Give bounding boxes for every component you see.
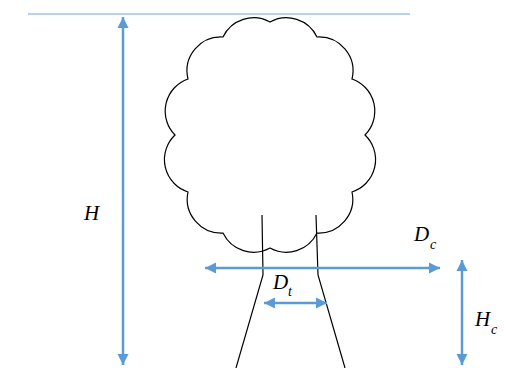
dimension-subscript: c (491, 323, 497, 337)
top-line (28, 13, 410, 15)
dimension-subscript: c (430, 238, 436, 252)
dimension-label: D (273, 272, 288, 293)
dimension-label: D (414, 224, 429, 245)
crown-height-arrow (461, 260, 464, 365)
tree-crown (164, 18, 375, 252)
trunk-diameter-arrow (264, 302, 327, 305)
trunk-right (316, 215, 345, 368)
height-arrow (122, 17, 125, 365)
dimension-subscript: t (288, 285, 292, 299)
crown-diameter-arrow (205, 267, 440, 270)
dimension-label: H (475, 309, 490, 330)
dimension-label: H (84, 203, 99, 224)
trunk-left (236, 215, 263, 368)
